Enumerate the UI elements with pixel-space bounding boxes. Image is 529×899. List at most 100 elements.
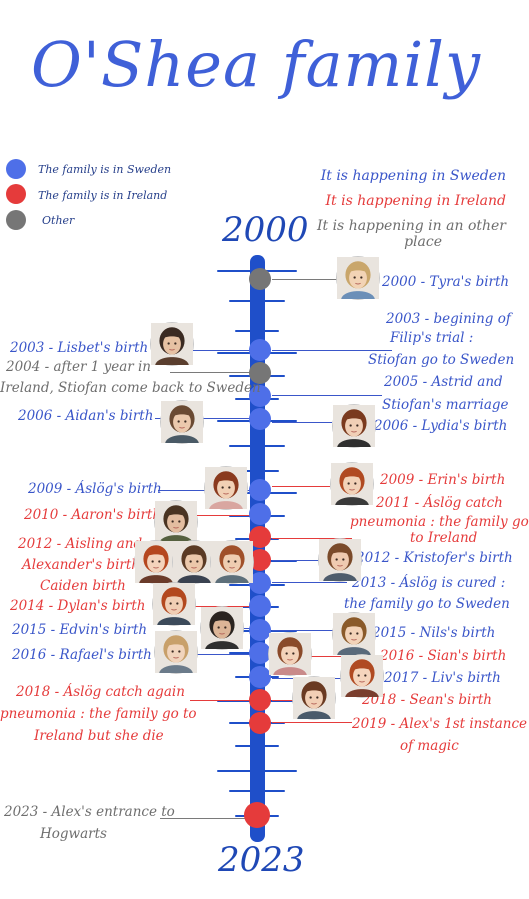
node-2006 [249,408,271,430]
event-2018-line2: pneumonia : the family go to [0,706,197,722]
portrait-aidan [160,400,204,444]
legend-label-ireland: The family is in Ireland [38,189,168,202]
connector [190,515,250,516]
connector [190,654,250,655]
legend-dot-other [6,210,26,230]
event-2019-line1: 2019 - Alex's 1st instance [352,716,527,732]
event-2014-dylan: 2014 - Dylan's birth [10,598,146,614]
portrait-rafael [154,630,198,674]
node-2023 [244,802,270,828]
event-2011-line1: 2011 - Áslög catch [376,495,503,511]
portrait-lisbet [150,322,194,366]
connector [170,372,250,373]
portrait-sian [268,632,312,676]
portrait-dylan [152,582,196,626]
node-2015 [249,619,271,641]
event-2004-line1: 2004 - after 1 year in [6,359,152,375]
connector [160,818,250,819]
event-2003-lisbet: 2003 - Lisbet's birth [10,340,149,356]
node-2018 [249,689,271,711]
node-2003 [249,339,271,361]
event-2009-erin: 2009 - Erin's birth [380,472,506,488]
portrait-erin [330,462,374,506]
node-2019 [249,712,271,734]
event-2011-line3: to Ireland [410,530,478,546]
event-2004-line2: Ireland, Stiofan come back to Sweden [0,380,261,396]
spine-tick [229,300,285,302]
spine-tick [217,770,297,772]
event-2012-kristofer: 2012 - Kristofer's birth [356,550,513,566]
event-2012-line3: Caiden birth [40,578,126,594]
event-2018-line3: Ireland but she die [34,728,164,744]
page-title: O'Shea family [30,28,482,101]
portrait-aslog [204,466,248,510]
event-2006-lydia: 2006 - Lydia's birth [374,418,508,434]
meaning-ireland: It is happening in Ireland [325,193,506,209]
connector [272,279,340,280]
node-2014 [249,595,271,617]
event-2011-line2: pneumonia : the family go [350,514,529,530]
legend-dot-sweden [6,159,26,179]
connector [190,700,250,701]
connector [272,722,352,723]
connector [272,422,332,423]
event-2003-line1: 2003 - begining of [386,311,511,327]
connector [272,560,320,561]
event-2013-line2: the family go to Sweden [344,596,510,612]
portrait-lydia [332,404,376,448]
connector [272,582,347,583]
connector [272,538,352,539]
portrait-kristofer [318,538,362,582]
event-2019-line2: of magic [400,738,459,754]
event-2003-line3: Stiofan go to Sweden [368,352,515,368]
event-2009-aslog: 2009 - Áslög's birth [28,481,162,497]
event-2010-aaron: 2010 - Aaron's birth [24,507,162,523]
portrait-sean [292,676,336,720]
portrait-aaron [154,500,198,544]
portrait-caiden [210,540,254,584]
portrait-aisling [134,540,178,584]
spine-tick [229,790,285,792]
event-2013-line1: 2013 - Áslög is cured : [352,575,506,591]
legend-dot-ireland [6,184,26,204]
connector [190,350,250,351]
connector [272,630,334,631]
connector [272,486,330,487]
node-2017 [249,666,271,688]
spine-tick [235,745,279,747]
event-2005-line2: Stiofan's marriage [382,397,509,413]
node-2009 [249,479,271,501]
event-2003-line2: Filip's trial : [390,330,474,346]
node-2004 [249,362,271,384]
connector [238,628,250,629]
event-2017-liv: 2017 - Liv's birth [384,670,501,686]
connector [272,350,392,351]
event-2023-line2: Hogwarts [40,826,107,842]
event-2015-nils: 2015 - Nils's birth [372,625,496,641]
node-2016 [249,642,271,664]
end-year: 2023 [218,840,305,880]
spine-tick [235,470,279,472]
connector [272,656,352,657]
event-2016-sian: 2016 - Sian's birth [380,648,507,664]
event-2023-line1: 2023 - Alex's entrance to [4,804,175,820]
node-2013 [249,572,271,594]
event-2012-line1: 2012 - Aisling and [18,536,143,552]
meaning-other-cont: place [404,234,442,250]
meaning-sweden: It is happening in Sweden [320,168,506,184]
event-2018-sean: 2018 - Sean's birth [362,692,492,708]
event-2000-tyra: 2000 - Tyra's birth [382,274,510,290]
portrait-liv [340,654,384,698]
legend-label-other: Other [42,214,75,227]
node-2000-tyra [249,268,271,290]
meaning-other: It is happening in an other [316,218,506,234]
start-year: 2000 [222,210,309,250]
portrait-tyra [336,256,380,300]
spine-tick [235,330,279,332]
legend-label-sweden: The family is in Sweden [38,163,172,176]
event-2016-rafael: 2016 - Rafael's birth [12,647,152,663]
node-2012 [249,549,271,571]
event-2012-line2: Alexander's birth [22,557,140,573]
portrait-edvin [200,606,244,650]
event-2018-line1: 2018 - Áslög catch again [16,684,185,700]
